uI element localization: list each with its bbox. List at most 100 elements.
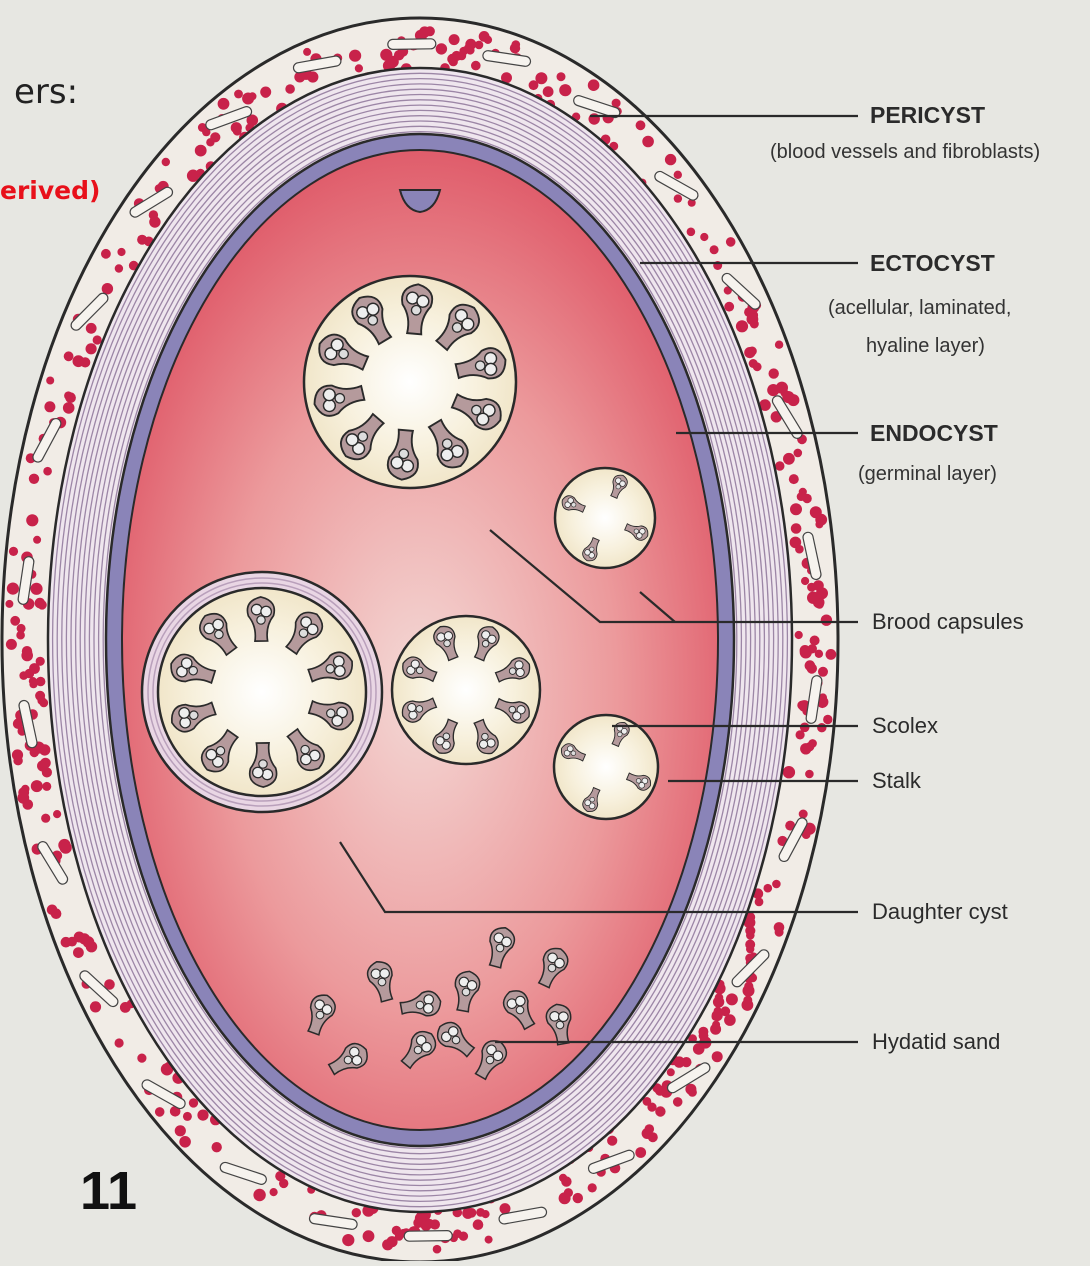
blood-cell bbox=[748, 347, 757, 356]
blood-cell bbox=[37, 600, 46, 609]
blood-cell bbox=[35, 691, 45, 701]
blood-cell bbox=[253, 1189, 265, 1201]
blood-cell bbox=[231, 122, 242, 133]
blood-cell bbox=[794, 449, 803, 458]
brood-capsule bbox=[555, 468, 655, 568]
blood-cell bbox=[436, 43, 447, 54]
blood-cell bbox=[117, 248, 125, 256]
pericyst-desc: (blood vessels and fibroblasts) bbox=[770, 141, 1040, 163]
brood-capsules-label: Brood capsules bbox=[872, 609, 1024, 634]
blood-cell bbox=[783, 766, 795, 778]
blood-cell bbox=[419, 26, 430, 37]
blood-cell bbox=[817, 723, 826, 732]
ectocyst-desc-2: hyaline layer) bbox=[866, 335, 985, 357]
blood-cell bbox=[674, 171, 682, 179]
blood-cell bbox=[724, 302, 734, 312]
blood-cell bbox=[789, 474, 799, 484]
blood-cell bbox=[667, 1068, 675, 1076]
blood-cell bbox=[33, 536, 41, 544]
blood-cell bbox=[821, 615, 832, 626]
blood-cell bbox=[30, 583, 42, 595]
blood-cell bbox=[673, 1097, 683, 1107]
blood-cell bbox=[179, 1136, 191, 1148]
blood-cell bbox=[29, 474, 39, 484]
blood-cell bbox=[137, 235, 147, 245]
blood-cell bbox=[573, 1193, 583, 1203]
blood-cell bbox=[392, 1226, 401, 1235]
blood-cell bbox=[41, 814, 50, 823]
blood-cell bbox=[162, 158, 170, 166]
blood-cell bbox=[101, 249, 111, 259]
blood-cell bbox=[363, 1230, 375, 1242]
blood-cell bbox=[47, 905, 58, 916]
blood-cell bbox=[342, 1234, 354, 1246]
blood-cell bbox=[42, 782, 51, 791]
blood-cell bbox=[459, 1232, 468, 1241]
blood-cell bbox=[743, 985, 755, 997]
brood-capsule bbox=[554, 715, 658, 819]
blood-cell bbox=[471, 61, 481, 71]
slide-heading-fragment: ers: bbox=[14, 72, 78, 112]
blood-cell bbox=[767, 384, 779, 396]
blood-cell bbox=[473, 1219, 484, 1230]
blood-cell bbox=[467, 1208, 477, 1218]
blood-cell bbox=[736, 320, 748, 332]
blood-cell bbox=[823, 715, 832, 724]
blood-cell bbox=[790, 503, 802, 515]
brood-capsule bbox=[304, 276, 516, 488]
blood-cell bbox=[46, 377, 54, 385]
stalk-label: Stalk bbox=[872, 768, 922, 793]
blood-cell bbox=[6, 639, 17, 650]
blood-cell bbox=[655, 1106, 665, 1116]
blood-cell bbox=[93, 335, 102, 344]
blood-cell bbox=[53, 810, 61, 818]
blood-cell bbox=[175, 1125, 186, 1136]
slide-subheading-fragment: erived) bbox=[0, 176, 100, 205]
blood-cell bbox=[433, 1245, 442, 1254]
blood-cell bbox=[86, 323, 97, 334]
blood-cell bbox=[645, 1124, 655, 1134]
blood-cell bbox=[674, 194, 682, 202]
blood-cell bbox=[260, 87, 271, 98]
daughter-cyst-label: Daughter cyst bbox=[872, 899, 1008, 924]
blood-cell bbox=[799, 810, 808, 819]
ectocyst-label: ECTOCYST bbox=[870, 250, 995, 276]
blood-cell bbox=[775, 461, 784, 470]
blood-cell bbox=[713, 996, 724, 1007]
blood-cell bbox=[755, 898, 764, 907]
blood-cell bbox=[352, 1208, 361, 1217]
blood-cell bbox=[115, 1038, 124, 1047]
blood-cell bbox=[380, 49, 392, 61]
blood-cell bbox=[73, 947, 84, 958]
blood-cell bbox=[688, 1088, 697, 1097]
endocyst-label: ENDOCYST bbox=[870, 420, 998, 446]
pericyst-label: PERICYST bbox=[870, 102, 985, 128]
blood-cell bbox=[9, 547, 18, 556]
blood-cell bbox=[588, 1183, 597, 1192]
blood-cell bbox=[810, 636, 820, 646]
blood-cell bbox=[726, 237, 736, 247]
blood-cell bbox=[270, 1188, 278, 1196]
fibroblast bbox=[404, 1231, 452, 1242]
blood-cell bbox=[797, 492, 806, 501]
blood-cell bbox=[636, 120, 646, 130]
blood-cell bbox=[746, 931, 755, 940]
blood-cell bbox=[710, 1024, 721, 1035]
blood-cell bbox=[699, 1031, 709, 1041]
blood-cell bbox=[67, 937, 77, 947]
blood-cell bbox=[40, 758, 51, 769]
blood-cell bbox=[726, 993, 738, 1005]
blood-cell bbox=[826, 649, 837, 660]
blood-cell bbox=[543, 86, 554, 97]
blood-cell bbox=[535, 72, 547, 84]
blood-cell bbox=[195, 145, 207, 157]
blood-cell bbox=[588, 79, 600, 91]
blood-cell bbox=[746, 945, 754, 953]
blood-cell bbox=[791, 523, 802, 534]
blood-cell bbox=[642, 136, 654, 148]
blood-cell bbox=[137, 1054, 146, 1063]
blood-cell bbox=[764, 884, 773, 893]
scolex-label: Scolex bbox=[872, 713, 938, 738]
blood-cell bbox=[512, 40, 521, 49]
